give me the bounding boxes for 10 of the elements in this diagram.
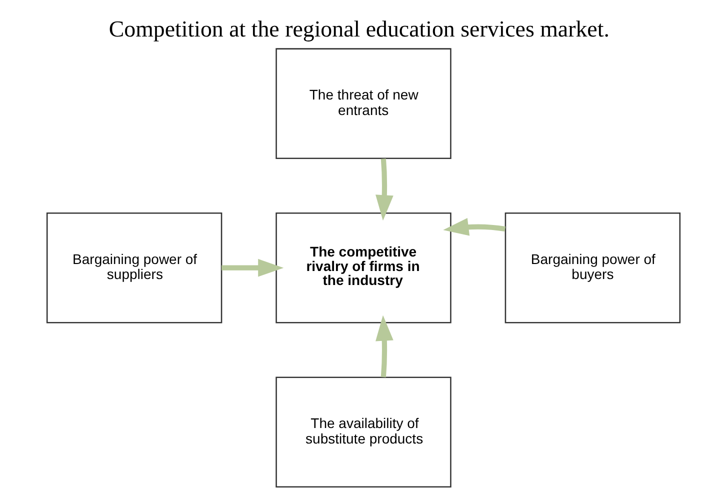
node-box: The availability of substitute products: [275, 376, 451, 488]
node-box: The threat of new entrants: [275, 48, 451, 159]
node-box: Bargaining power of buyers: [504, 212, 680, 324]
diagram-title: Competition at the regional education services market.: [108, 16, 609, 42]
arrow: [221, 258, 284, 277]
arrow: [442, 218, 505, 236]
node-box: Bargaining power of suppliers: [46, 212, 222, 324]
arrow: [375, 315, 393, 378]
arrow: [375, 158, 393, 221]
node-box: The competitive rivalry of firms in the industry: [275, 212, 451, 324]
